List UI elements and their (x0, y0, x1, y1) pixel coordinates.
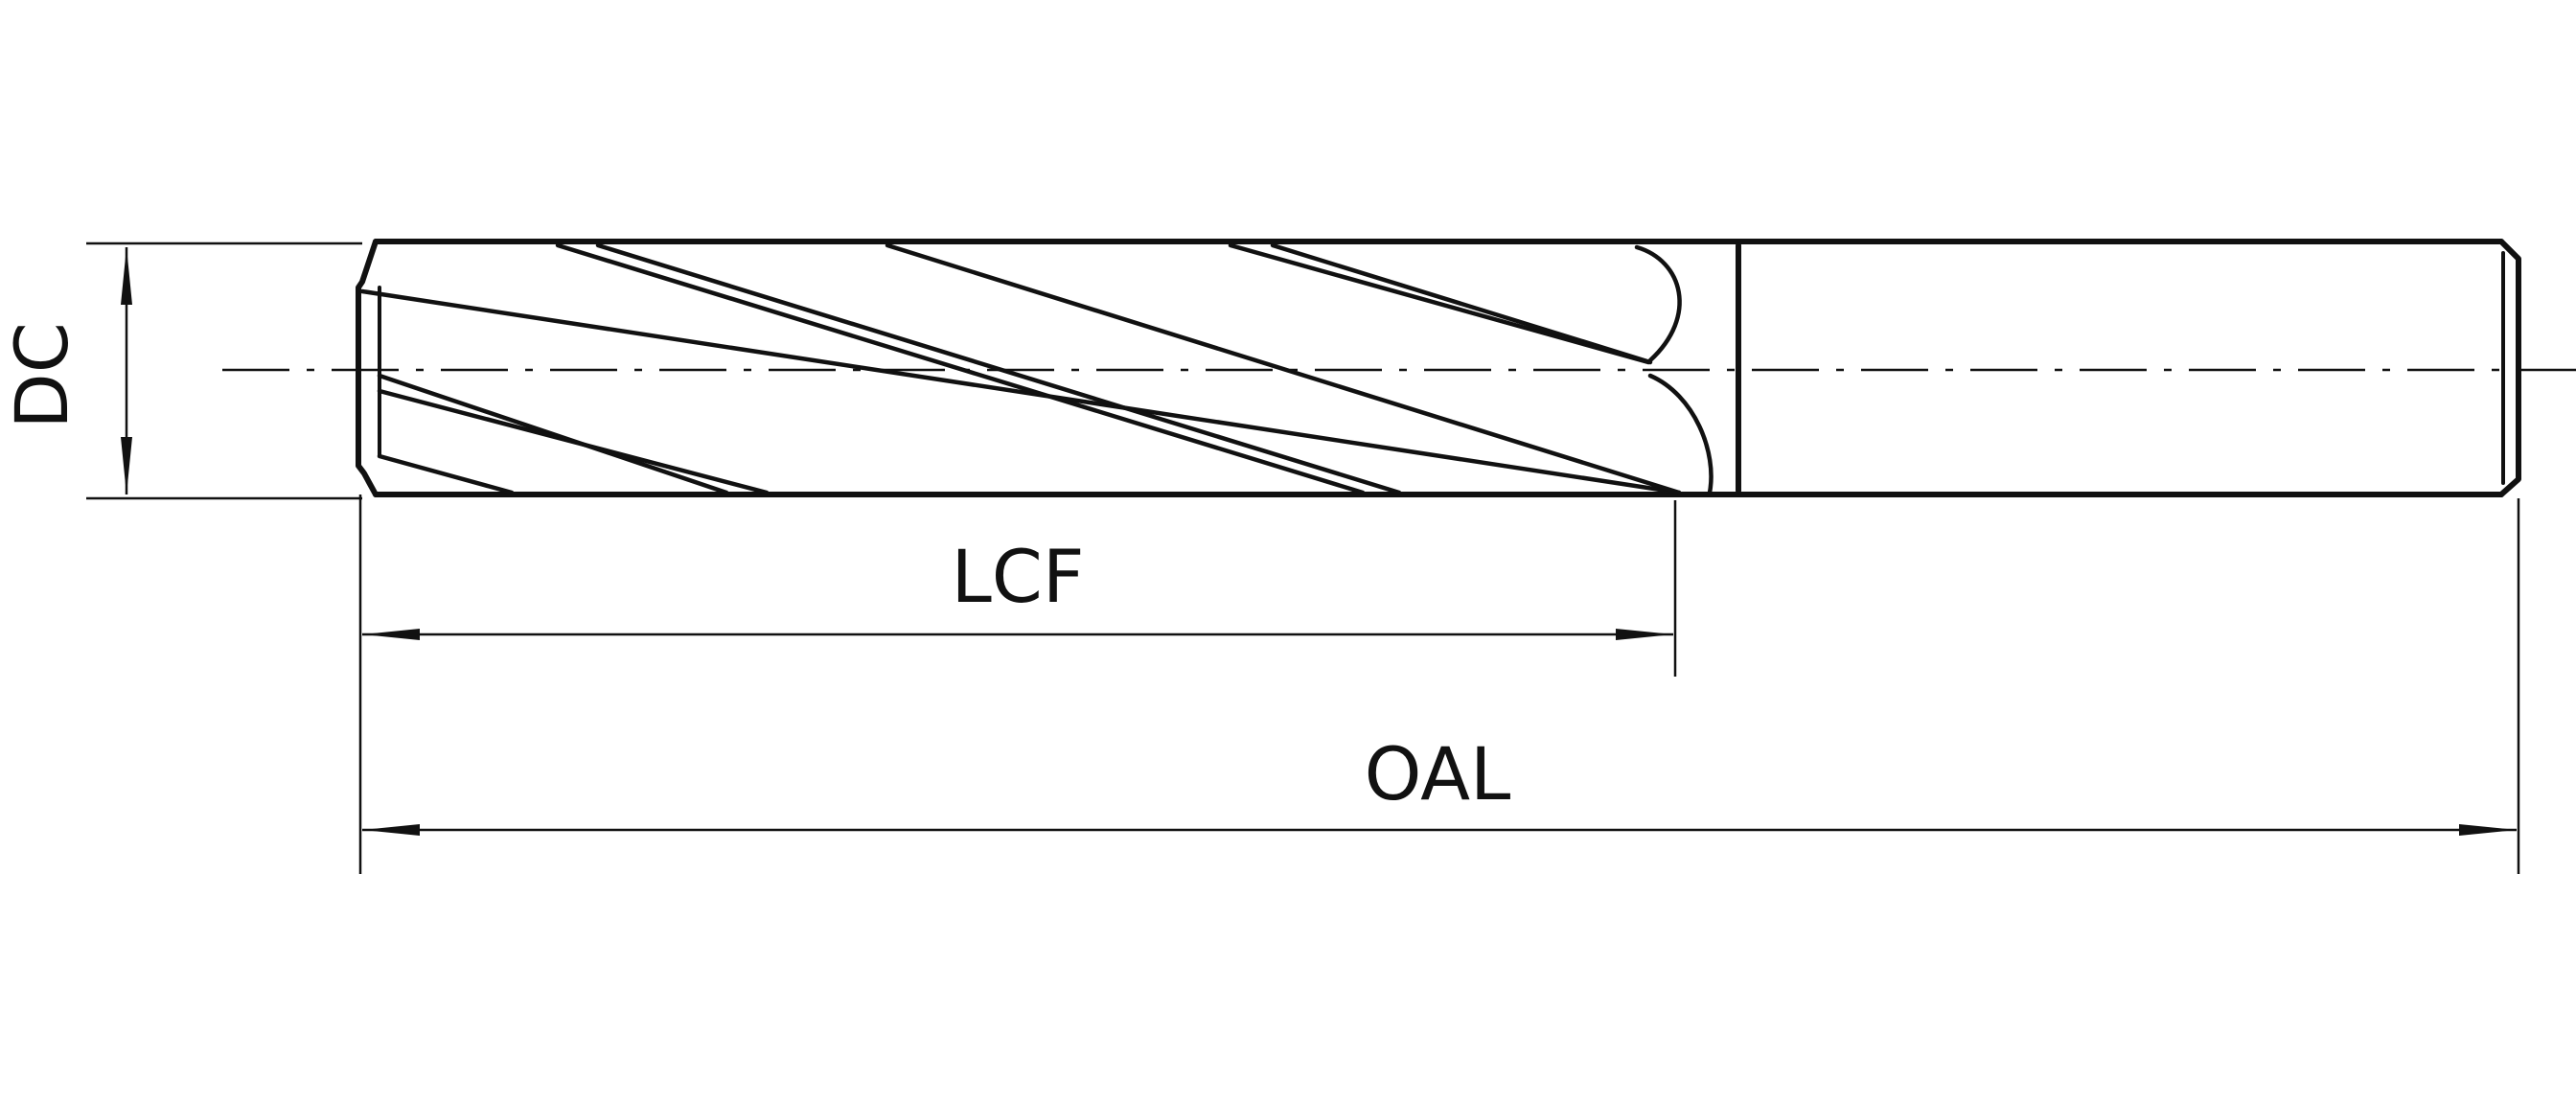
lcf-label: LCF (951, 534, 1084, 619)
helical-flutes (359, 242, 1682, 495)
dimension-lcf: LCF (358, 494, 1677, 874)
dimension-dc: DC (0, 242, 362, 500)
dimension-oal: OAL (362, 498, 2520, 874)
tool-body (356, 239, 2521, 497)
flute-runouts (1634, 244, 1714, 495)
oal-label: OAL (1365, 731, 1511, 816)
shank-end (2498, 239, 2521, 497)
dc-label: DC (0, 322, 84, 429)
tool-tip-left (356, 239, 379, 497)
